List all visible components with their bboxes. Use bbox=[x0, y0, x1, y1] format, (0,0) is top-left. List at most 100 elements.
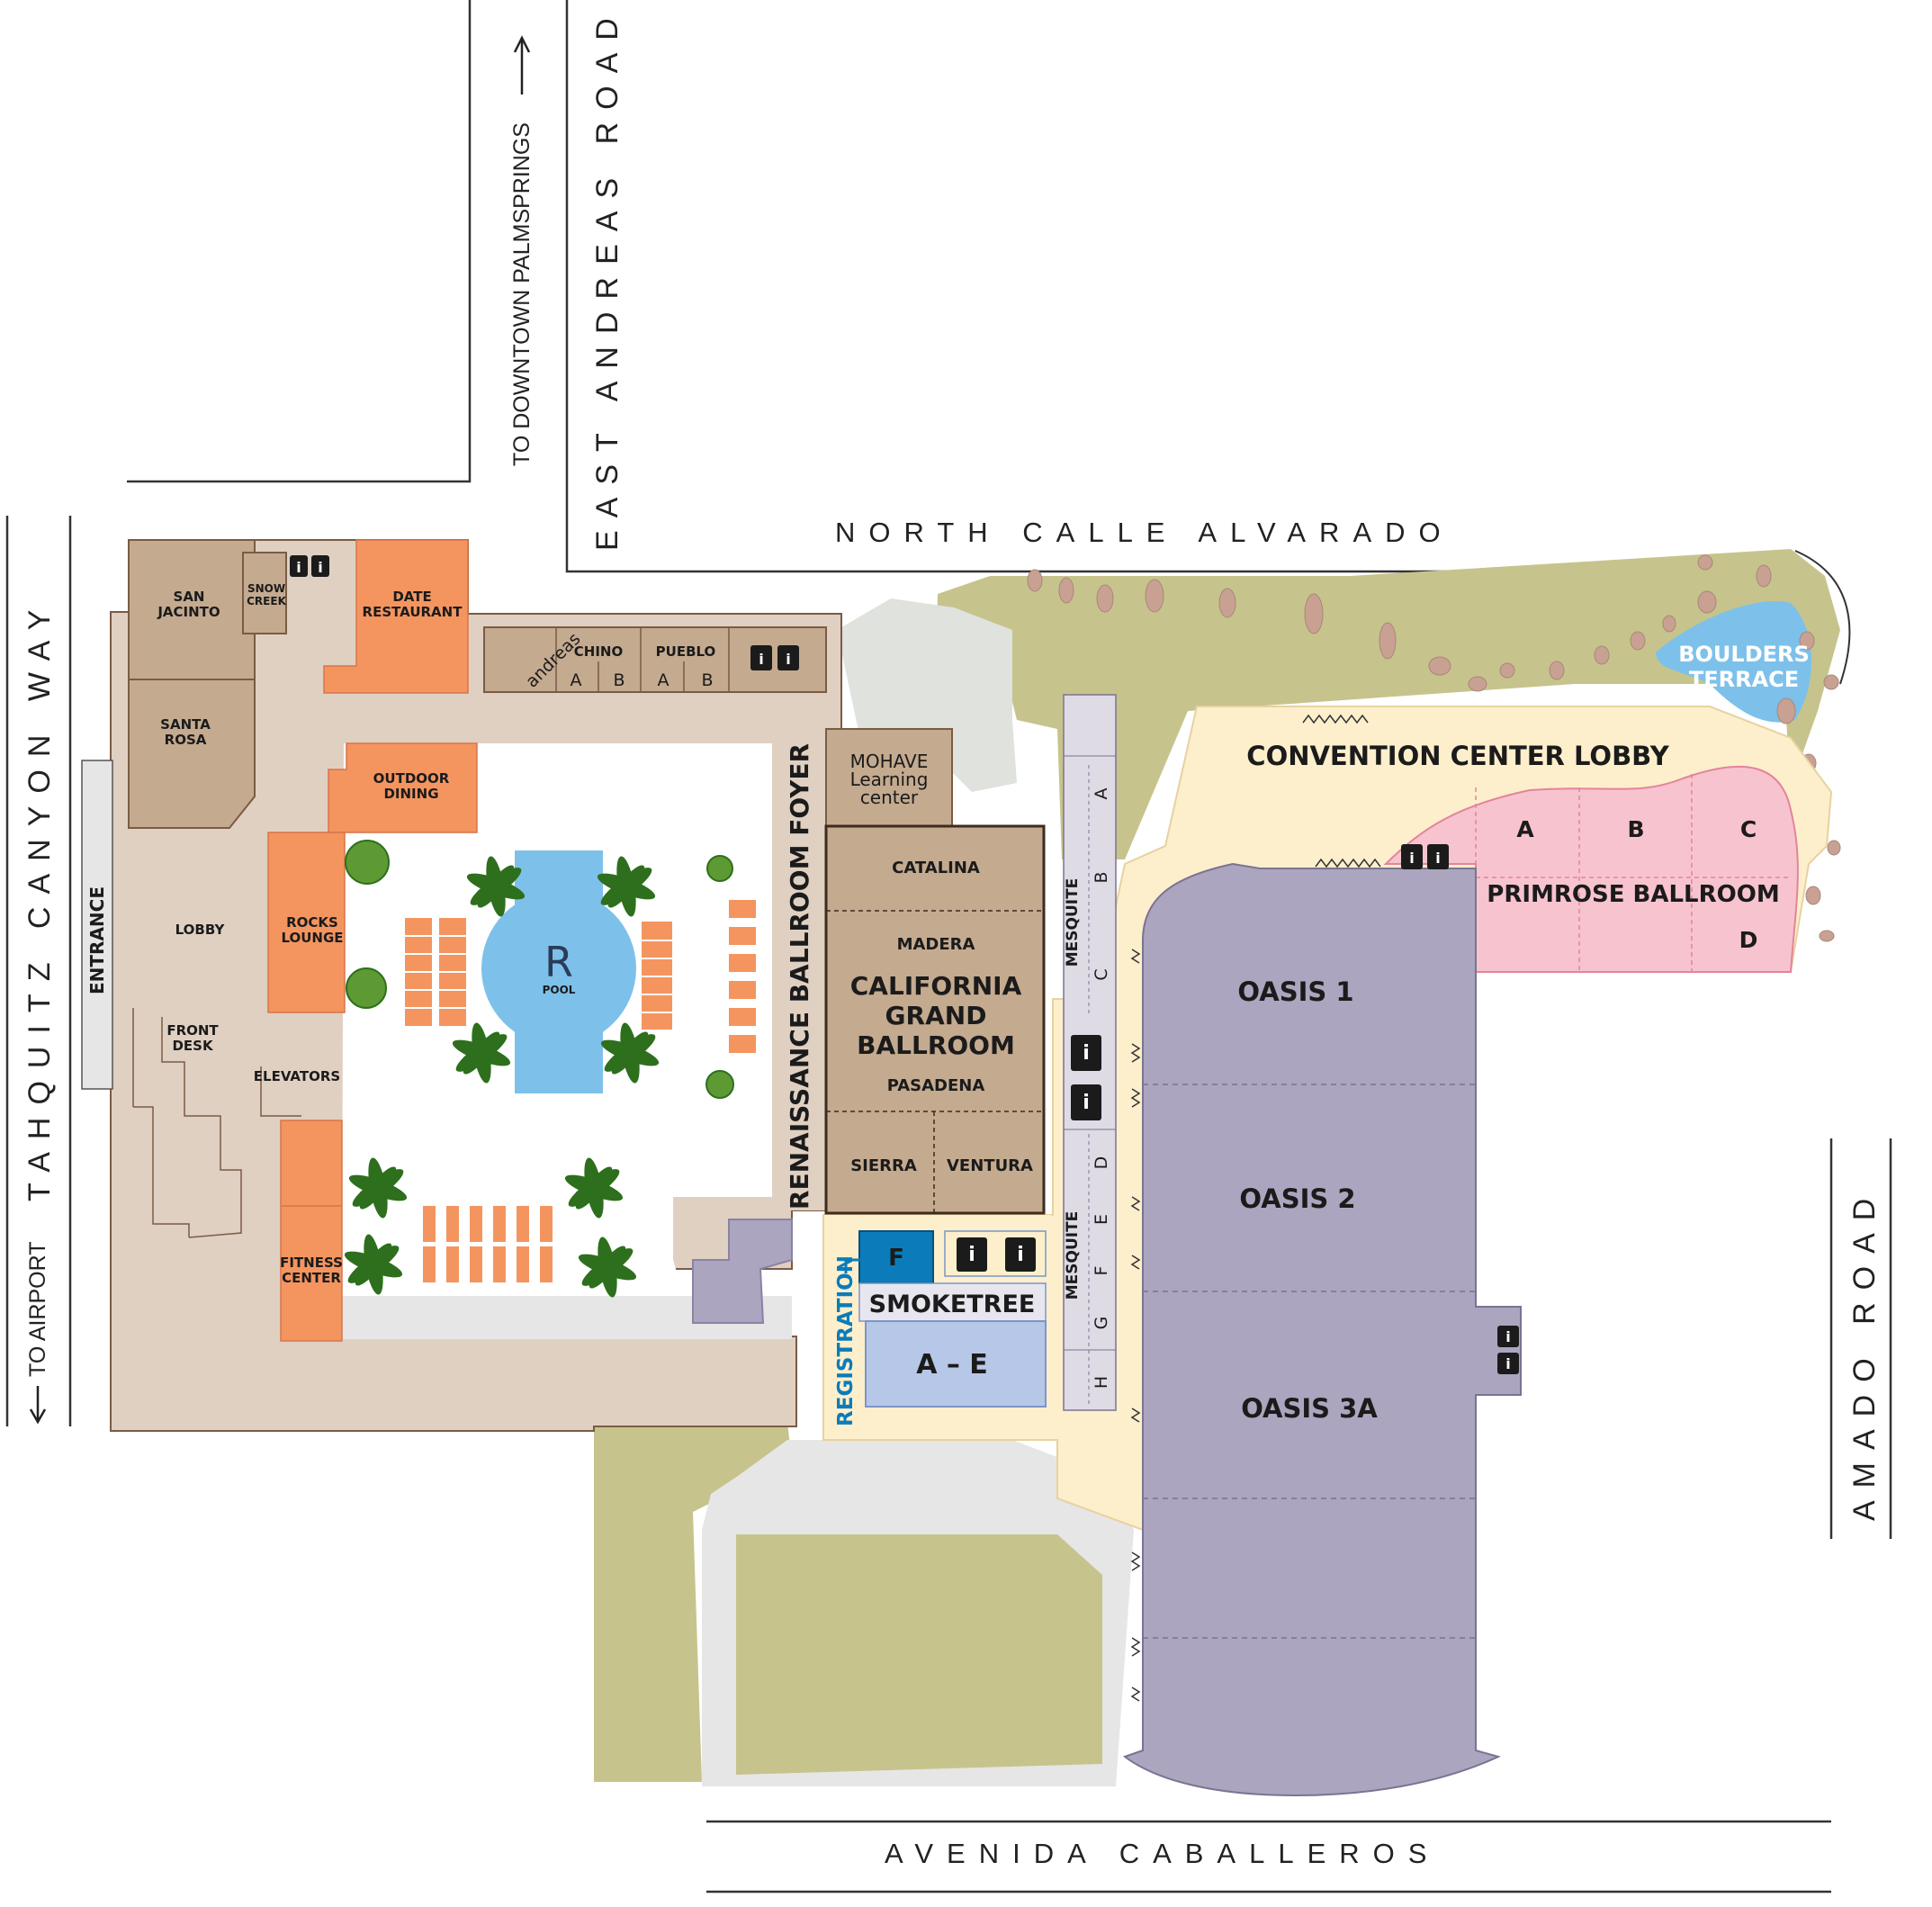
boulders-label-2: TERRACE bbox=[1689, 667, 1799, 692]
svg-text:i: i bbox=[1505, 1355, 1510, 1372]
oasis-2-label: OASIS 2 bbox=[1239, 1183, 1355, 1214]
ballroom-label: BALLROOM bbox=[857, 1030, 1015, 1060]
mesquite-f: F bbox=[1092, 1266, 1111, 1276]
front-desk-label-1: FRONT bbox=[166, 1022, 219, 1039]
lobby-lines bbox=[132, 1008, 301, 1238]
oasis-dividers bbox=[1143, 1084, 1476, 1639]
fitness-center-label-1: FITNESS bbox=[280, 1255, 343, 1271]
elevators-label: ELEVATORS bbox=[254, 1068, 340, 1084]
tahquitz-canyon-way-label: TAHQUITZ CANYON WAY bbox=[22, 598, 57, 1201]
smoketree-ae[interactable] bbox=[865, 1320, 1047, 1408]
airport-direction: TO AIRPORT bbox=[25, 1241, 50, 1377]
mesquite-h: H bbox=[1092, 1376, 1111, 1389]
smoketree-bar[interactable] bbox=[858, 1282, 1047, 1322]
chino-b: B bbox=[613, 670, 625, 690]
fitness-center[interactable] bbox=[280, 1120, 343, 1342]
pool-circle bbox=[481, 891, 636, 1046]
pasadena-label: PASADENA bbox=[887, 1076, 985, 1095]
mesquite-label-bottom: MESQUITE bbox=[1064, 1211, 1082, 1300]
smoketree-f-label: F bbox=[888, 1245, 904, 1272]
registration-bracket bbox=[844, 1258, 864, 1273]
palm-trees bbox=[344, 856, 660, 1298]
south-lawn bbox=[594, 1422, 792, 1782]
north-garden bbox=[936, 549, 1840, 859]
mohave-label-2: Learning bbox=[850, 769, 929, 790]
renaissance-foyer-label: RENAISSANCE BALLROOM FOYER bbox=[785, 743, 814, 1210]
oasis-hall[interactable] bbox=[1122, 862, 1522, 1797]
svg-text:i: i bbox=[1435, 850, 1440, 867]
fitness-center-label-2: CENTER bbox=[282, 1270, 341, 1286]
rocks-lounge-label-2: LOUNGE bbox=[281, 930, 343, 946]
pool-logo: R bbox=[544, 938, 573, 986]
date-restaurant[interactable] bbox=[323, 539, 469, 694]
registration-label: REGISTRATION bbox=[834, 1255, 858, 1426]
mohave-label-1: MOHAVE bbox=[850, 751, 929, 772]
svg-text:i: i bbox=[1083, 1042, 1090, 1065]
san-jacinto-label-1: SAN bbox=[174, 589, 205, 605]
down-arrow-icon bbox=[29, 1386, 47, 1425]
chino-a: A bbox=[571, 670, 582, 690]
rocks-lounge-label-1: ROCKS bbox=[286, 914, 338, 931]
mesquite-b: B bbox=[1092, 871, 1111, 883]
primrose-d: D bbox=[1739, 927, 1758, 953]
mesquite-d: D bbox=[1092, 1156, 1111, 1170]
primrose-a: A bbox=[1516, 816, 1534, 842]
restroom-icons bbox=[290, 555, 1519, 1374]
downtown-direction: TO DOWNTOWN PALMSPRINGS bbox=[509, 122, 535, 466]
california-grand-ballroom[interactable] bbox=[824, 824, 1046, 1215]
primrose-c: C bbox=[1740, 816, 1757, 842]
front-desk-label-2: DESK bbox=[172, 1038, 214, 1054]
pueblo-a: A bbox=[658, 670, 669, 690]
svg-text:i: i bbox=[759, 651, 763, 668]
meeting-dividers bbox=[555, 627, 730, 692]
svg-text:i: i bbox=[1505, 1328, 1510, 1345]
svg-text:i: i bbox=[968, 1244, 975, 1266]
date-restaurant-label-1: DATE bbox=[392, 589, 431, 605]
svg-text:i: i bbox=[786, 651, 790, 668]
lobby-label: LOBBY bbox=[175, 922, 226, 938]
entrance-strip bbox=[81, 760, 113, 1090]
mesquite-c: C bbox=[1092, 968, 1111, 980]
california-label: CALIFORNIA bbox=[850, 971, 1022, 1001]
primrose-b: B bbox=[1627, 816, 1644, 842]
mohave-room[interactable] bbox=[825, 728, 953, 829]
sierra-label: SIERRA bbox=[850, 1156, 917, 1175]
road-lines bbox=[5, 0, 1892, 1894]
up-arrow-icon bbox=[513, 35, 531, 94]
snow-creek-label-1: SNOW bbox=[247, 582, 285, 595]
boulders-pond bbox=[1656, 601, 1812, 723]
door-marks bbox=[1130, 714, 1381, 1702]
terrace-curve bbox=[1794, 550, 1851, 685]
shrubs bbox=[345, 840, 734, 1099]
snow-creek-room[interactable] bbox=[242, 552, 287, 634]
snow-creek-label-2: CREEK bbox=[247, 595, 286, 607]
south-lawn-inner bbox=[736, 1534, 1102, 1775]
svg-text:i: i bbox=[296, 559, 301, 576]
outdoor-dining-label-1: OUTDOOR bbox=[373, 770, 450, 787]
santa-rosa-label-2: ROSA bbox=[165, 732, 207, 748]
svg-text:i: i bbox=[1409, 850, 1414, 867]
amado-road-label: AMADO ROAD bbox=[1847, 1186, 1882, 1521]
oasis-3a-label: OASIS 3A bbox=[1241, 1393, 1378, 1424]
san-jacinto-label-2: JACINTO bbox=[157, 604, 220, 620]
rocks-lounge[interactable] bbox=[267, 832, 346, 1013]
date-restaurant-label-2: RESTAURANT bbox=[363, 604, 463, 620]
smoketree-ae-label: A – E bbox=[916, 1349, 988, 1381]
san-jacinto-room[interactable] bbox=[128, 539, 256, 680]
santa-rosa-room[interactable] bbox=[128, 679, 256, 829]
mesquite-g: G bbox=[1092, 1317, 1111, 1330]
chair-slats bbox=[405, 935, 672, 1013]
svg-text:i: i bbox=[318, 559, 322, 576]
outdoor-dining-label-2: DINING bbox=[383, 786, 438, 802]
svg-text:i: i bbox=[1017, 1244, 1024, 1266]
boulders-label-1: BOULDERS bbox=[1678, 642, 1810, 667]
grand-label: GRAND bbox=[885, 1001, 987, 1030]
convention-lobby-label: CONVENTION CENTER LOBBY bbox=[1246, 741, 1669, 771]
chino-label: CHINO bbox=[574, 643, 623, 660]
entrance-label: ENTRANCE bbox=[86, 886, 108, 994]
pueblo-b: B bbox=[701, 670, 713, 690]
oasis-1-label: OASIS 1 bbox=[1237, 976, 1353, 1007]
primrose-label: PRIMROSE BALLROOM bbox=[1487, 881, 1779, 908]
pool-label: POOL bbox=[543, 984, 576, 996]
